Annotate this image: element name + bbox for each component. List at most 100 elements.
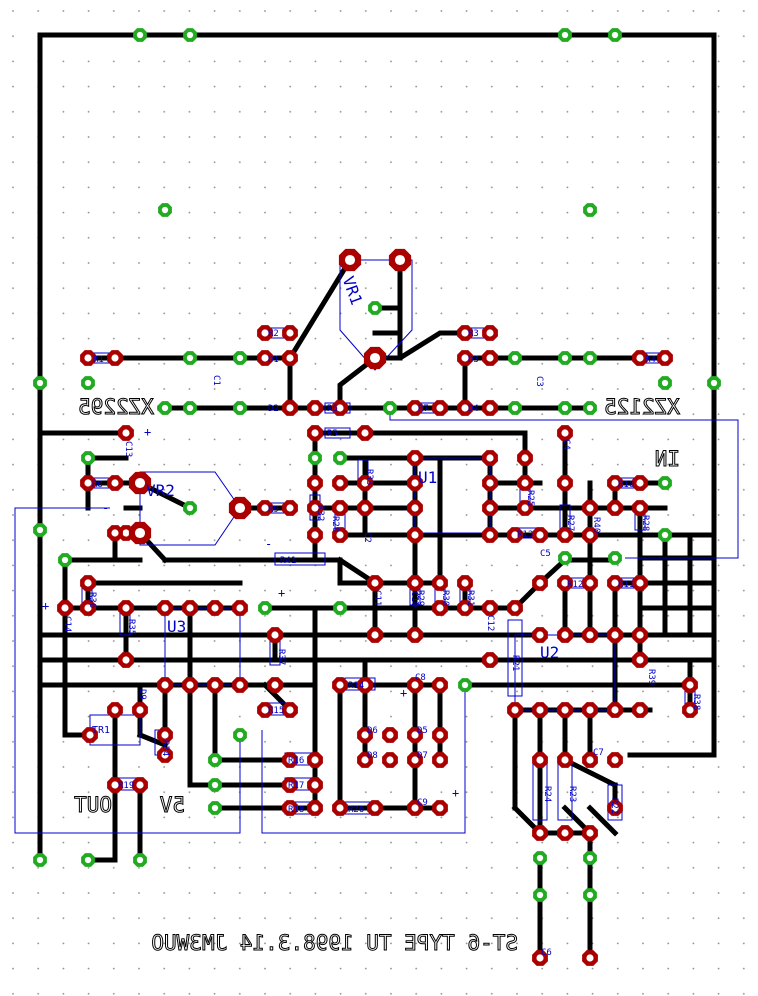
- label-c1: C1: [211, 375, 221, 386]
- pad-hole: [586, 829, 594, 837]
- u3-outline: [164, 607, 241, 686]
- pad-hole: [611, 479, 619, 487]
- pad-hole: [636, 656, 644, 664]
- label-r12: R12: [567, 580, 583, 590]
- pad-hole: [386, 731, 394, 739]
- label-d9: D9: [137, 689, 147, 700]
- via-hole: [461, 681, 469, 689]
- label-r30: R30: [440, 590, 450, 606]
- pad-hole: [236, 604, 244, 612]
- pad-hole: [586, 706, 594, 714]
- pad-hole: [311, 429, 319, 437]
- via-hole: [586, 891, 594, 899]
- via-hole: [261, 604, 269, 612]
- label-r3: R3: [468, 329, 479, 339]
- pad-hole: [311, 479, 319, 487]
- via-hole: [36, 379, 44, 387]
- pad-hole: [636, 706, 644, 714]
- pad-hole: [186, 681, 194, 689]
- via-hole: [84, 454, 92, 462]
- pad-hole: [311, 531, 319, 539]
- via-hole: [36, 856, 44, 864]
- polarity-minus-1: -: [102, 501, 109, 515]
- pad-hole: [311, 756, 319, 764]
- label-r37: R37: [276, 649, 286, 665]
- via-hole: [536, 854, 544, 862]
- via-hole: [710, 379, 718, 387]
- polarity-plus-3: +: [278, 586, 285, 600]
- label-c6: C6: [541, 948, 552, 958]
- via-hole: [161, 206, 169, 214]
- pad-hole: [661, 354, 669, 362]
- pad-hole: [611, 706, 619, 714]
- label-r34: R34: [160, 740, 170, 756]
- pad-large-hole: [134, 477, 146, 489]
- pad-hole: [286, 804, 294, 812]
- via-hole: [186, 354, 194, 362]
- label-r38: R38: [691, 694, 701, 710]
- pad-hole: [111, 479, 119, 487]
- pad-hole: [271, 681, 279, 689]
- label-r29: R29: [415, 590, 425, 606]
- via-hole: [84, 856, 92, 864]
- polarity-plus-4: +: [400, 686, 407, 700]
- label-r27: R27: [565, 515, 575, 531]
- label-c7: C7: [593, 748, 604, 758]
- pad-hole: [286, 756, 294, 764]
- pad-hole: [411, 804, 419, 812]
- via-hole: [236, 731, 244, 739]
- label-r41: R41: [280, 556, 296, 566]
- pad-hole: [261, 706, 269, 714]
- pads-red: [57, 248, 698, 966]
- pad-hole: [261, 504, 269, 512]
- pad-hole: [411, 404, 419, 412]
- pad-hole: [611, 756, 619, 764]
- pad-hole: [486, 354, 494, 362]
- pad-hole: [521, 454, 529, 462]
- via-hole: [311, 454, 319, 462]
- via-hole: [61, 556, 69, 564]
- label-d5: D5: [417, 726, 428, 736]
- pad-hole: [461, 329, 469, 337]
- via-hole: [611, 31, 619, 39]
- pad-hole: [361, 479, 369, 487]
- via-hole: [661, 531, 669, 539]
- pad-hole: [536, 631, 544, 639]
- label-c12: C12: [485, 615, 495, 631]
- pad-hole: [461, 579, 469, 587]
- via-hole: [586, 206, 594, 214]
- pad-hole: [122, 604, 130, 612]
- label-c9: C9: [417, 798, 428, 808]
- pad-hole: [311, 781, 319, 789]
- label-c8: C8: [415, 673, 426, 683]
- label-r21: R21: [510, 655, 520, 671]
- pad-hole: [161, 731, 169, 739]
- via-hole: [586, 354, 594, 362]
- pad-hole: [411, 756, 419, 764]
- pad-hole: [84, 604, 92, 612]
- via-hole: [586, 404, 594, 412]
- label-d3: D3: [468, 355, 479, 365]
- pad-hole: [636, 631, 644, 639]
- label-r9: R9: [268, 505, 279, 515]
- out-label: OUT: [74, 793, 112, 817]
- pad-hole: [521, 504, 529, 512]
- pad-large-hole: [369, 352, 381, 364]
- via-hole: [561, 354, 569, 362]
- pad-hole: [111, 354, 119, 362]
- label-r22: R22: [609, 798, 619, 814]
- in-label: IN: [655, 447, 680, 471]
- pad-large-hole: [344, 254, 356, 266]
- pad-hole: [486, 404, 494, 412]
- label-r14: R14: [348, 681, 364, 691]
- pad-hole: [486, 329, 494, 337]
- pad-hole: [411, 531, 419, 539]
- pad-hole: [361, 429, 369, 437]
- label-r19: R19: [118, 781, 134, 791]
- label-r28: R28: [640, 515, 650, 531]
- via-hole: [661, 379, 669, 387]
- pad-hole: [311, 504, 319, 512]
- via-hole: [611, 554, 619, 562]
- pad-hole: [586, 631, 594, 639]
